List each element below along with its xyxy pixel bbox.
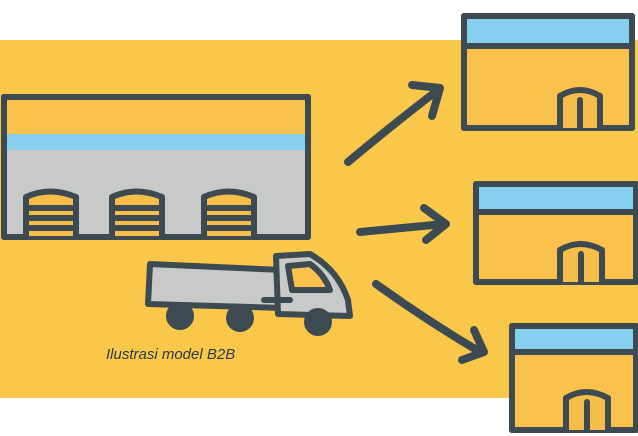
loading-door	[109, 188, 165, 239]
truck-icon	[145, 251, 353, 336]
arrow-icon	[356, 204, 450, 244]
store-icon	[461, 13, 635, 131]
loading-door	[201, 188, 257, 239]
store-icon	[509, 323, 638, 433]
store-icon	[473, 181, 638, 285]
caption: Ilustrasi model B2B	[106, 346, 236, 363]
arrow-icon	[344, 81, 444, 166]
loading-door	[23, 188, 79, 239]
arrow-icon	[372, 280, 488, 364]
warehouse-icon	[1, 94, 311, 240]
